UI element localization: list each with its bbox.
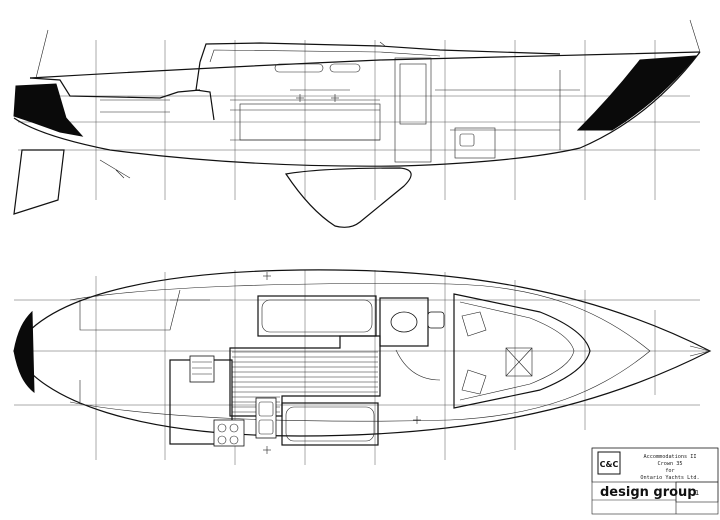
head-compartment — [379, 297, 445, 381]
port-settee-cushion — [261, 299, 373, 333]
cc-logo-box — [597, 451, 621, 475]
drawing-title: Accommodations II — [643, 454, 696, 460]
head-sink — [427, 311, 445, 329]
keel — [284, 167, 412, 228]
rudder — [13, 149, 65, 215]
sheet-number: 1 — [695, 489, 699, 497]
v-berth — [453, 293, 591, 409]
coachroof — [199, 42, 561, 63]
for-label: for — [665, 468, 674, 474]
profile-light-marks — [296, 94, 339, 102]
portlight-2 — [329, 63, 361, 73]
plan-grid-lines — [14, 270, 710, 465]
title-block: C&C Accommodations II Crown 35 for Ontar… — [591, 447, 719, 515]
bow-section — [576, 55, 698, 131]
cabin-sole — [229, 335, 381, 417]
client-name: Ontario Yachts Ltd. — [640, 475, 699, 481]
cockpit — [29, 77, 201, 99]
starboard-settee-cushion — [285, 406, 375, 442]
shaft-strut — [99, 159, 131, 179]
aft-quarter-berths — [79, 289, 210, 402]
hull-profile — [13, 51, 701, 167]
brand-name: design group — [600, 485, 697, 500]
v-berth-hatch — [505, 347, 533, 377]
hull-plan-inner — [69, 283, 651, 422]
companion-steps — [189, 355, 215, 383]
galley-stove — [213, 419, 245, 447]
profile-view — [13, 19, 701, 228]
coachroof-inner — [209, 49, 441, 63]
portlight-1 — [274, 63, 324, 73]
transom — [13, 310, 35, 394]
companionway — [195, 61, 215, 121]
port-settee — [257, 295, 377, 337]
profile-interior — [100, 57, 580, 163]
plan-view — [13, 269, 712, 465]
bow-tip — [689, 345, 711, 357]
deck-hardware — [35, 19, 701, 79]
hull-plan-outline — [13, 269, 712, 437]
cc-logo: C&C — [600, 460, 619, 469]
head-toilet — [390, 311, 418, 333]
galley — [169, 355, 277, 447]
plan-light-marks — [263, 272, 421, 454]
galley-sink — [255, 397, 277, 439]
design-name: Crown 35 — [658, 461, 683, 467]
starboard-settee — [281, 402, 379, 446]
stern-section — [13, 83, 84, 137]
sheer-line — [29, 51, 701, 79]
